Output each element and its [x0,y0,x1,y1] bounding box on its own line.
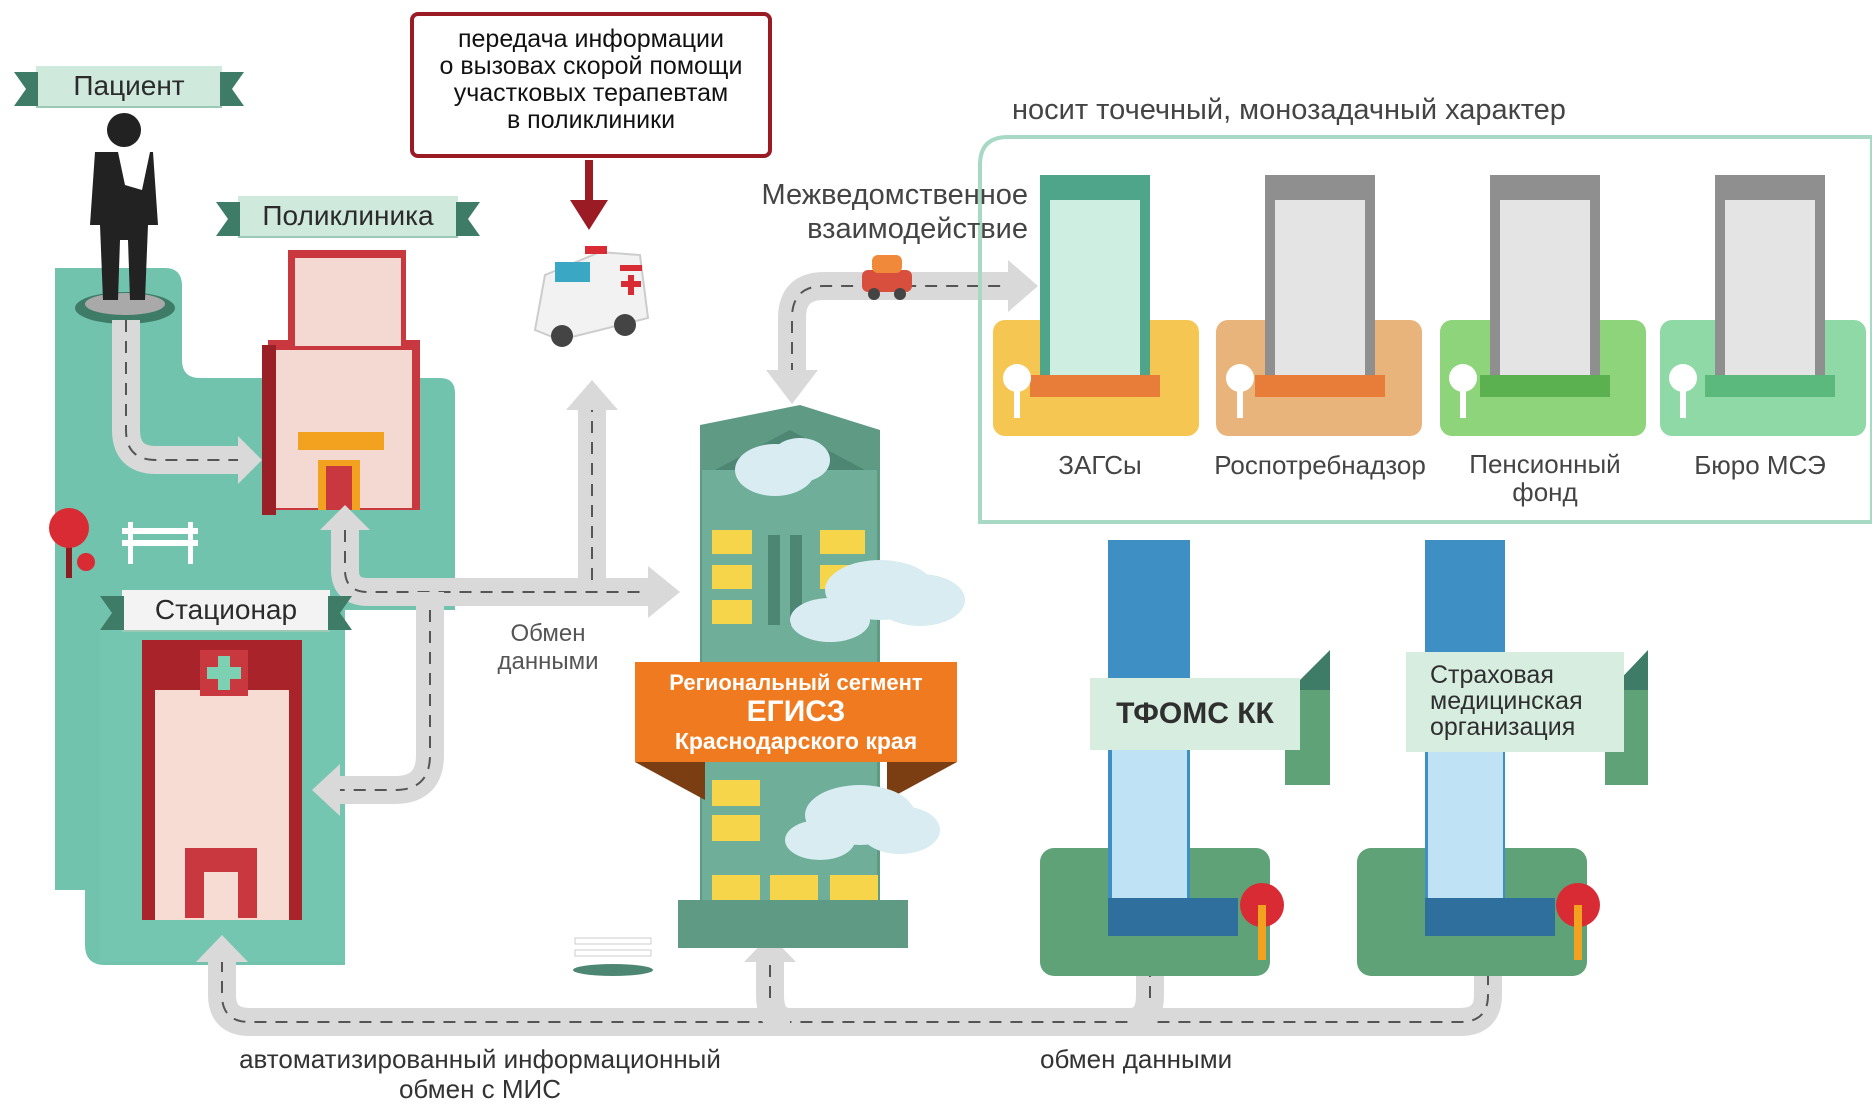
smo-line-2: медицинская [1430,687,1583,715]
bench-icon [573,937,653,976]
road-bottom [196,935,1514,1036]
hospital-building [142,640,302,920]
callout-line-4: в поликлиники [506,106,676,134]
smo-label: Страховая медицинская организация [1406,652,1624,752]
tree-icon [1003,364,1697,418]
agency-name-pension-fund: Пенсионный фонд [1469,449,1621,507]
egisz-line-1: Региональный сегмент [669,670,923,695]
callout-arrow [570,160,608,230]
data-exchange-line-2: данными [497,648,599,675]
tree-icon [49,508,95,578]
data-exchange-bottom-label: обмен данными [1040,1044,1233,1074]
agency-name-rospotrebnadzor: Роспотребнадзор [1214,450,1426,480]
agency-name-mse-bureau: Бюро МСЭ [1694,450,1826,480]
callout-line-3: участковых терапевтам [453,79,729,107]
road-egisz-to-ambulance [566,380,618,580]
road-polyclinic-hospital-egisz [312,505,680,816]
agency-tile-pension-fund [1440,175,1646,436]
smo-building [1357,540,1648,976]
road-egisz-to-agencies [766,260,1038,404]
point-character-label: носит точечный, монозадачный характер [1012,94,1566,126]
agency-tile-zags [993,175,1199,436]
auto-exchange-line-1: автоматизированный информационный [239,1044,721,1074]
callout-line-2: о вызовах скорой помощи [439,52,743,80]
cloud-icon [735,438,965,860]
agency-tile-rospotrebnadzor [1216,175,1422,436]
car-icon [862,255,912,300]
smo-line-3: организация [1430,713,1576,741]
agency-tile-mse-bureau [1660,175,1866,436]
ambulance-info-callout: передача информации о вызовах скорой пом… [410,12,772,158]
tree-icon [1240,883,1600,960]
hospital-label: Стационар [100,590,352,630]
polyclinic-building [262,250,420,515]
road-patient-to-polyclinic [112,320,262,484]
bench-icon [122,522,198,564]
interagency-line-2: взаимодействие [807,213,1028,245]
auto-exchange-label: автоматизированный информационный обмен … [210,1044,750,1104]
tfoms-building [1040,540,1330,976]
callout-line-1: передача информации [457,25,724,53]
ambulance-icon [533,246,650,347]
interagency-label: Межведомственное взаимодействие [722,178,1028,246]
patient-icon [90,113,158,300]
tfoms-label: ТФОМС КК [1090,678,1300,750]
data-exchange-line-1: Обмен [510,620,586,647]
agency-name-zags: ЗАГСы [1058,450,1142,480]
smo-line-1: Страховая [1430,661,1554,689]
egisz-line-3: Краснодарского края [674,728,918,754]
data-exchange-label: Обмен данными [488,620,608,676]
egisz-line-2: ЕГИСЗ [746,695,846,728]
interagency-line-1: Межведомственное [761,179,1028,211]
auto-exchange-line-2: обмен с МИС [398,1074,562,1104]
patient-label: Пациент [14,66,244,106]
egisz-banner: Региональный сегмент ЕГИСЗ Краснодарског… [635,662,957,762]
polyclinic-label: Поликлиника [216,196,480,236]
agency-frame [978,135,1872,524]
